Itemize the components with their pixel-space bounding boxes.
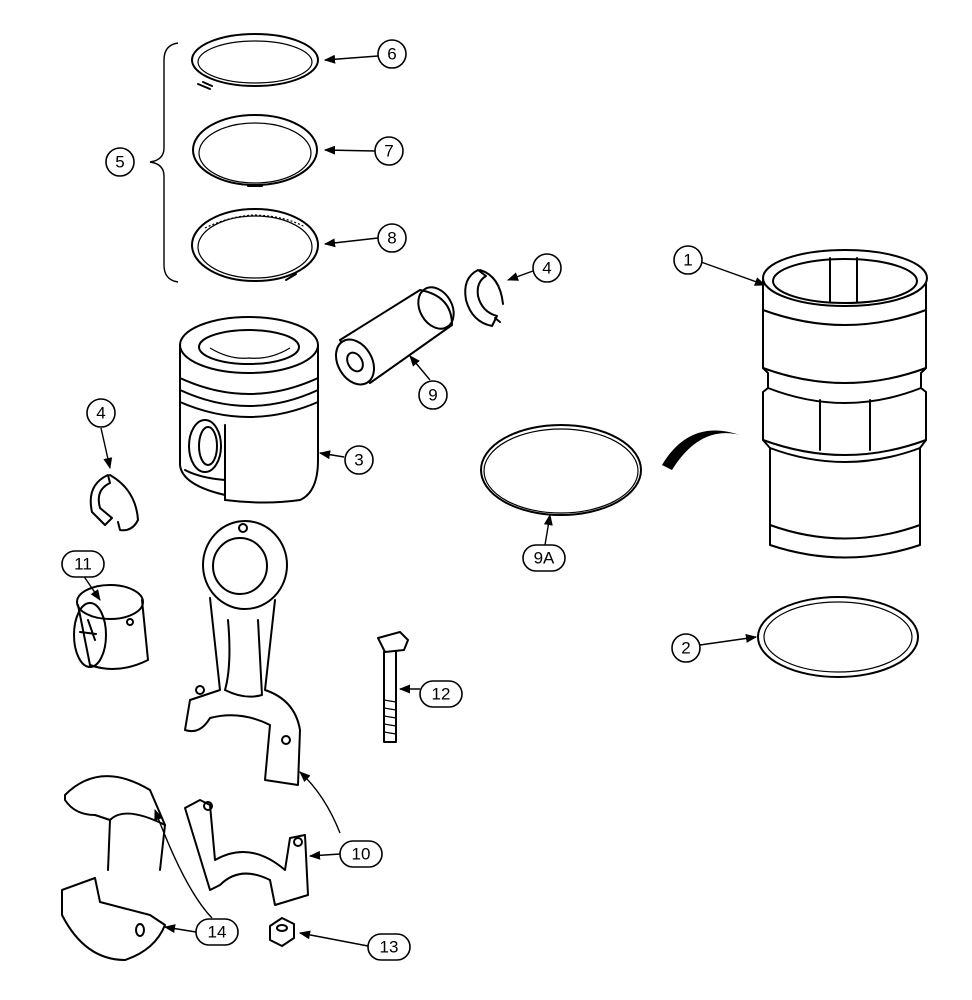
piston-pin (335, 286, 455, 386)
svg-text:8: 8 (387, 229, 396, 248)
liner-lower-seal (757, 596, 919, 678)
ring-set-brace (149, 42, 179, 283)
connecting-rod (184, 520, 301, 786)
install-direction-arrow (662, 430, 740, 470)
callout-2: 2 (671, 633, 701, 663)
rod-cap (184, 799, 309, 906)
callout-7: 7 (374, 136, 404, 166)
rod-bushing (73, 584, 149, 670)
cylinder-liner (762, 249, 928, 559)
callout-12: 12 (419, 680, 463, 708)
svg-text:6: 6 (387, 45, 396, 64)
svg-text:14: 14 (208, 923, 227, 942)
callout-4-left: 4 (86, 398, 116, 428)
leader-lines (82, 54, 767, 947)
callout-6: 6 (377, 39, 407, 69)
piston-ring-top (191, 33, 319, 90)
callout-9A: 9A (522, 544, 566, 572)
liner-seal-ring (480, 424, 642, 516)
rod-bolt (377, 631, 409, 743)
piston (179, 316, 319, 504)
svg-text:7: 7 (384, 142, 393, 161)
snap-ring-left (89, 474, 139, 532)
svg-text:9A: 9A (534, 549, 555, 568)
callout-8: 8 (377, 223, 407, 253)
bearing-shell-upper (64, 775, 166, 871)
svg-text:5: 5 (115, 153, 124, 172)
svg-text:11: 11 (74, 555, 92, 574)
callout-5: 5 (105, 147, 135, 177)
callout-13: 13 (367, 933, 411, 961)
callout-1: 1 (673, 245, 703, 275)
svg-text:9: 9 (428, 386, 437, 405)
callout-14: 14 (195, 918, 239, 946)
svg-text:10: 10 (352, 845, 371, 864)
snap-ring-right (464, 269, 504, 327)
callout-9: 9 (418, 380, 448, 410)
svg-text:4: 4 (96, 404, 105, 423)
callout-3: 3 (344, 445, 374, 475)
svg-text:1: 1 (683, 251, 692, 270)
bearing-shell-lower (61, 877, 166, 961)
svg-text:3: 3 (354, 451, 363, 470)
svg-text:13: 13 (380, 938, 399, 957)
rod-nut (269, 917, 295, 947)
callout-4-right: 4 (532, 253, 562, 283)
piston-ring-oil (191, 208, 319, 282)
callout-11: 11 (61, 550, 105, 578)
callout-10: 10 (339, 840, 383, 868)
piston-ring-second (192, 114, 318, 187)
svg-text:2: 2 (681, 639, 690, 658)
svg-text:12: 12 (432, 685, 451, 704)
svg-text:4: 4 (542, 259, 551, 278)
